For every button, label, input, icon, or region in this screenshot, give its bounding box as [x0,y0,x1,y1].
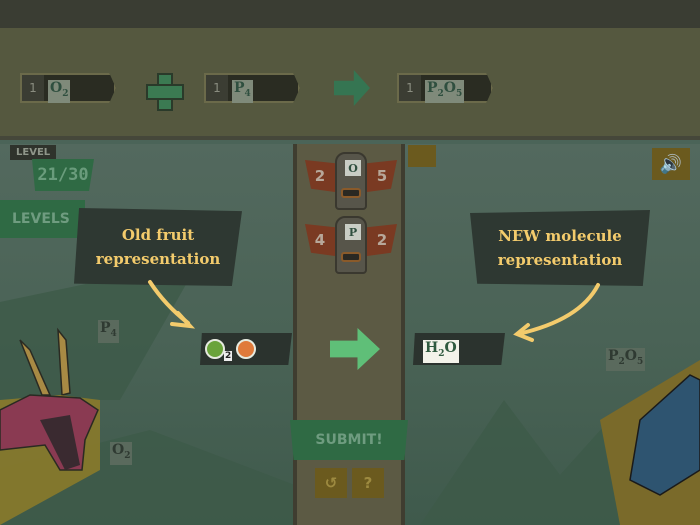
blue-creature-illustration [600,360,700,525]
speaker-icon[interactable]: 🔊 [652,148,690,180]
totem-mouth [341,188,361,198]
undo-icon[interactable]: ↺ [315,468,347,498]
product-p2o5-box: 1 P2O5 [397,73,493,103]
arrow-curve-right [516,283,600,336]
level-indicator: LEVEL 21/30 [10,145,95,193]
totem-head: P [335,216,367,274]
fruit-slot[interactable]: 2 [200,333,292,365]
arrow-head-right [513,323,534,342]
product-formula: P2O5 [425,80,465,103]
top-strip [0,0,700,28]
callout-old-fruit: Old fruit representation [74,208,242,286]
reactant-count: 1 [206,75,228,101]
green-cabbage-icon [205,339,225,359]
callout-line: representation [497,251,623,269]
level-label: LEVEL [10,145,57,160]
help-button[interactable]: ? [352,468,384,498]
reactant-formula: O2 [48,80,71,103]
molecule-slot[interactable]: H2O [413,333,505,365]
totem-element: P [345,224,361,240]
totem-mouth [341,252,361,262]
callout-line: representation [95,250,221,268]
label-p4: P4 [98,320,119,343]
antelope-illustration [0,327,100,525]
center-pillar [293,144,405,525]
callout-line: NEW molecule [498,227,622,245]
callout-line: Old fruit [121,226,195,244]
totem-element: O [345,160,361,176]
bird-flag-icon [408,145,436,167]
orange-fruit-icon [236,339,256,359]
arrow-head-left [170,311,196,329]
level-value: 21/30 [32,159,94,191]
totem-phosphorus: 4 P 2 [305,216,397,274]
reactant-p4-box: 1 P4 [204,73,300,103]
reactant-count: 1 [22,75,44,101]
label-o2: O2 [110,442,133,465]
callout-new-molecule: NEW molecule representation [470,210,650,286]
plus-icon [146,73,184,111]
fruit-subscript: 2 [224,351,233,361]
reactant-formula: P4 [232,80,253,103]
submit-button[interactable]: SUBMIT! [290,420,408,460]
reactant-o2-box: 1 O2 [20,73,116,103]
molecule-h2o: H2O [423,340,459,363]
levels-button[interactable]: LEVELS [0,200,85,238]
label-p2o5: P2O5 [606,348,646,371]
product-count: 1 [399,75,421,101]
totem-head: O [335,152,367,210]
totem-oxygen: 2 O 5 [305,152,397,210]
